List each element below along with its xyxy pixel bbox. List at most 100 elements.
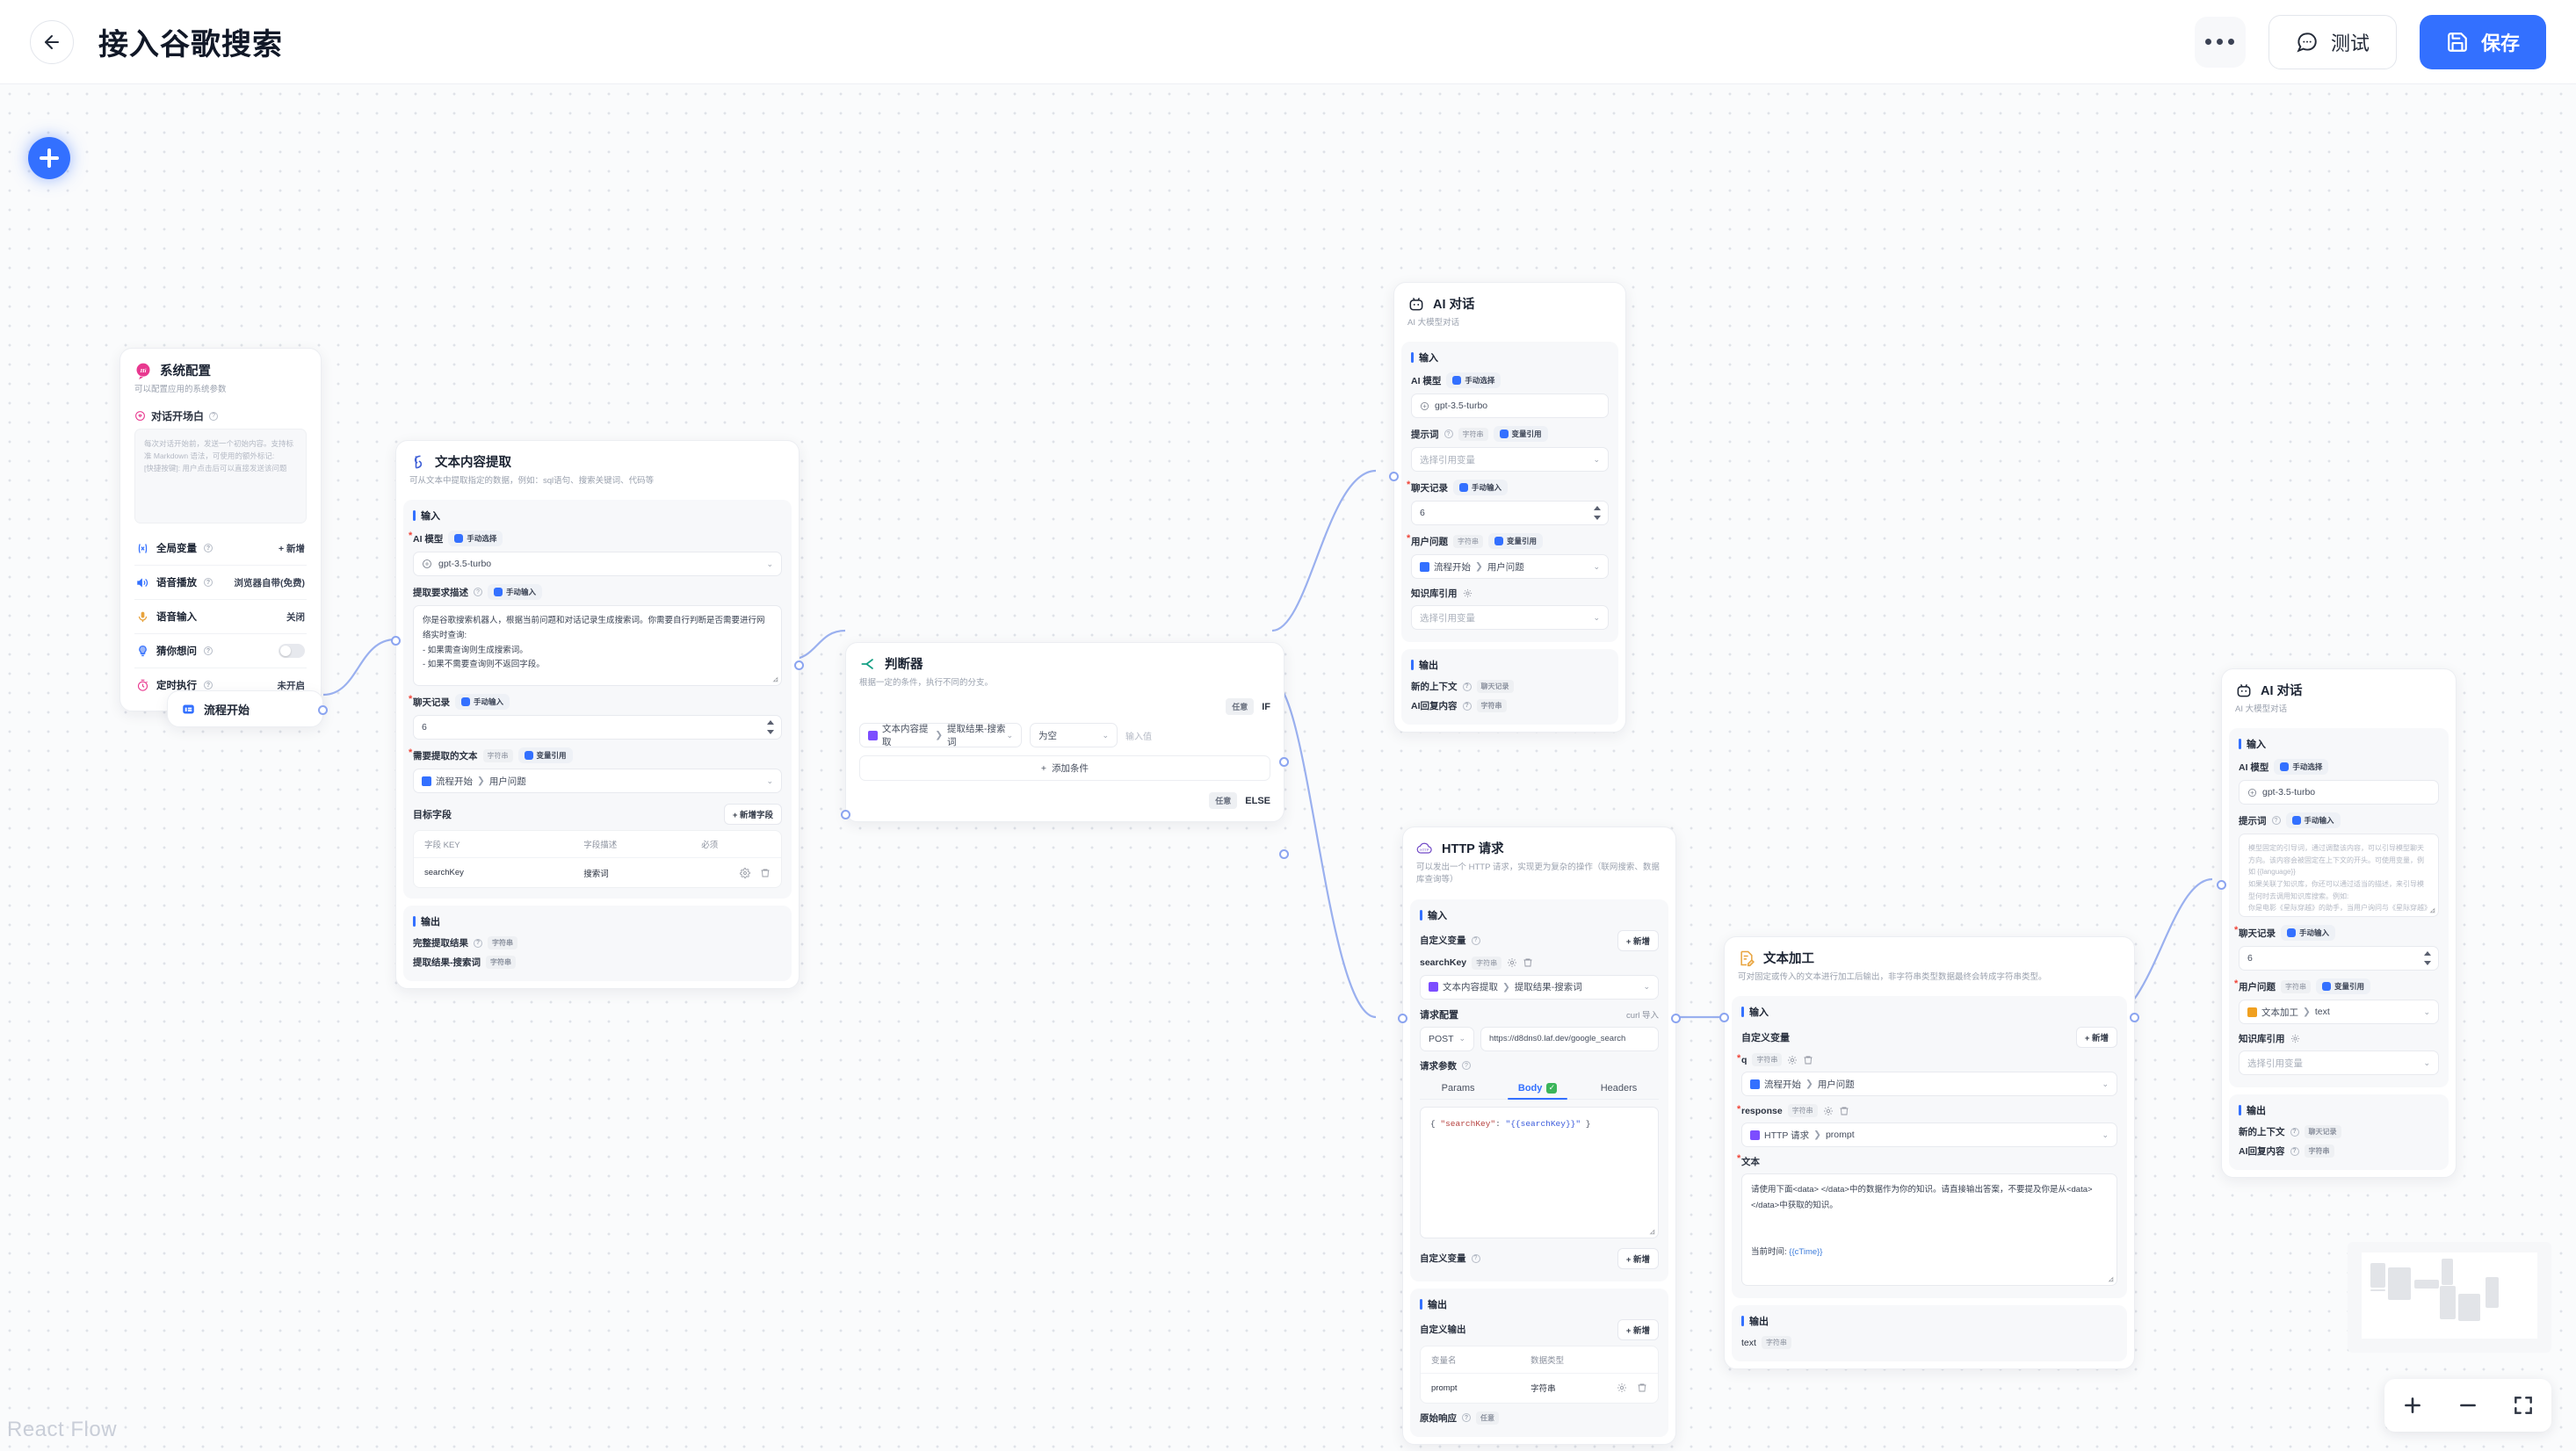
stepper-up-icon[interactable] [767, 720, 774, 726]
help-icon[interactable]: ? [1471, 935, 1480, 945]
question-varref-chip[interactable]: 变量引用 [1488, 533, 1544, 550]
help-icon[interactable]: ? [2271, 816, 2281, 826]
schedule-value[interactable]: 未开启 [277, 680, 306, 691]
voice-play-value[interactable]: 浏览器自带(免费) [234, 577, 306, 588]
sysrow-voice-input[interactable]: 语音输入 关闭 [134, 599, 307, 633]
voice-input-value[interactable]: 关闭 [286, 611, 305, 623]
output-port[interactable] [794, 661, 804, 670]
node-ai-chat-right[interactable]: AI 对话 AI 大模型对话 输入 AI 模型 手动选择 gpt-3.5-tur… [2217, 668, 2457, 1179]
gear-icon[interactable] [1507, 957, 1517, 968]
else-output-port[interactable] [1279, 849, 1289, 859]
help-icon[interactable]: ? [1462, 682, 1472, 691]
sysrow-global-variable[interactable]: 全局变量 ? + 新增 [134, 531, 307, 565]
history-stepper[interactable]: 6 [413, 715, 782, 740]
trash-icon[interactable] [1803, 1055, 1813, 1065]
kb-select[interactable]: 选择引用变量 ⌄ [1411, 605, 1609, 631]
flow-canvas[interactable]: React Flow Hi 系统配置 可以配置应用的系统参数 [0, 84, 2576, 1451]
add-field-button[interactable]: + 新增字段 [723, 804, 782, 826]
resize-handle-icon[interactable] [2106, 1274, 2114, 1282]
target-text-varref-chip[interactable]: 变量引用 [517, 747, 573, 764]
input-port[interactable] [841, 810, 850, 819]
sysrow-voice-play[interactable]: 语音播放 ? 浏览器自带(免费) [134, 565, 307, 599]
sysrow-guess-question[interactable]: 猜你想问 ? [134, 633, 307, 668]
resize-handle-icon[interactable] [2428, 906, 2435, 913]
guess-question-toggle[interactable] [279, 644, 305, 659]
help-icon[interactable]: ? [474, 938, 482, 948]
add-variable-button[interactable]: + 新增 [2075, 1027, 2117, 1049]
model-select[interactable]: gpt-3.5-turbo [2239, 780, 2439, 805]
prompt-varref-chip[interactable]: 变量引用 [1493, 426, 1548, 443]
prompt-select[interactable]: 选择引用变量 ⌄ [1411, 447, 1609, 473]
fit-view-button[interactable] [2506, 1388, 2541, 1423]
stepper-down-icon[interactable] [1594, 516, 1601, 521]
stepper-up-icon[interactable] [2424, 951, 2431, 957]
help-icon[interactable]: ? [1471, 1253, 1480, 1263]
text-content-editor[interactable]: 请使用下面<data> </data>中的数据作为你的知识。请直接输出答案，不要… [1741, 1173, 2117, 1287]
table-row[interactable]: searchKey 搜索词 [414, 857, 781, 887]
help-icon[interactable]: ? [204, 544, 213, 553]
table-row[interactable]: prompt 字符串 [1421, 1372, 1658, 1403]
help-icon[interactable]: ? [209, 411, 219, 421]
help-icon[interactable]: ? [1444, 430, 1453, 439]
var-q-select[interactable]: 流程开始 ❯ 用户问题 ⌄ [1741, 1072, 2117, 1097]
history-input-chip[interactable]: 手动输入 [1453, 480, 1509, 496]
if-output-port[interactable] [1279, 757, 1289, 767]
condition-variable-select[interactable]: 文本内容提取 ❯ 提取结果-搜索词 ⌄ [859, 723, 1022, 748]
condition-value-input[interactable]: 输入值 [1125, 732, 1152, 742]
stepper-down-icon[interactable] [767, 730, 774, 735]
trash-icon[interactable] [760, 868, 771, 878]
gear-icon[interactable] [1787, 1055, 1798, 1065]
help-icon[interactable]: ? [1462, 701, 1472, 711]
tab-headers[interactable]: Headers [1600, 1082, 1638, 1094]
var-response-select[interactable]: HTTP 请求 ❯ prompt ⌄ [1741, 1123, 2117, 1148]
zoom-out-button[interactable] [2450, 1388, 2486, 1423]
tab-params[interactable]: Params [1441, 1082, 1475, 1094]
trash-icon[interactable] [1637, 1382, 1647, 1393]
add-output-button[interactable]: + 新增 [1617, 1318, 1659, 1340]
gear-icon[interactable] [1823, 1106, 1834, 1116]
save-button[interactable]: 保存 [2419, 14, 2546, 69]
node-text-process[interactable]: 文本加工 可对固定或传入的文本进行加工后输出，非字符串类型数据最终会转成字符串类… [1719, 936, 2139, 1370]
test-button[interactable]: 测试 [2268, 14, 2397, 69]
condition-operator-select[interactable]: 为空 ⌄ [1030, 723, 1118, 748]
resize-handle-icon[interactable] [771, 675, 778, 682]
gear-icon[interactable] [740, 867, 750, 878]
help-icon[interactable]: ? [2290, 1127, 2299, 1137]
opening-textarea[interactable]: 每次对话开始前，发送一个初始内容。支持标准 Markdown 语法，可使用的额外… [134, 429, 307, 524]
http-body-editor[interactable]: { "searchKey": "{{searchKey}}" } [1420, 1106, 1659, 1238]
sysrow-schedule[interactable]: 定时执行 ? 未开启 [134, 668, 307, 702]
add-variable-button[interactable]: + 新增 [1617, 929, 1659, 951]
output-port[interactable] [2130, 1013, 2139, 1022]
input-port[interactable] [2217, 880, 2226, 890]
input-port[interactable] [1398, 1014, 1407, 1023]
minimap[interactable] [2348, 1242, 2551, 1353]
model-select[interactable]: gpt-3.5-turbo ⌄ [413, 552, 782, 577]
target-text-select[interactable]: 流程开始 ❯ 用户问题 ⌄ [413, 769, 782, 794]
question-varref-chip[interactable]: 变量引用 [2316, 978, 2371, 995]
stepper-up-icon[interactable] [1594, 506, 1601, 511]
curl-import-button[interactable]: curl 导入 [1626, 1010, 1659, 1021]
else-badge[interactable]: 任意 [1209, 792, 1238, 810]
model-select[interactable]: gpt-3.5-turbo [1411, 393, 1609, 419]
node-http-request[interactable]: HTTP HTTP 请求 可以发出一个 HTTP 请求，实现更为复杂的操作（联网… [1398, 827, 1681, 1445]
question-select[interactable]: 文本加工 ❯ text ⌄ [2239, 1000, 2439, 1025]
node-ai-chat-top[interactable]: AI 对话 AI 大模型对话 输入 AI 模型 手动选择 gpt-3.5-tur… [1389, 282, 1626, 733]
help-icon[interactable]: ? [1462, 1413, 1471, 1422]
history-input-chip[interactable]: 手动输入 [455, 694, 510, 711]
http-var-select[interactable]: 文本内容提取 ❯ 提取结果-搜索词 ⌄ [1420, 974, 1659, 1000]
stepper-down-icon[interactable] [2424, 961, 2431, 966]
input-port[interactable] [1389, 472, 1399, 481]
http-url-input[interactable]: https://d8dns0.laf.dev/google_search [1480, 1026, 1659, 1051]
help-icon[interactable]: ? [204, 646, 213, 656]
model-select-chip[interactable]: 手动选择 [1446, 372, 1501, 389]
if-badge[interactable]: 任意 [1226, 698, 1255, 716]
prompt-input-chip[interactable]: 手动输入 [2285, 812, 2341, 829]
history-stepper[interactable]: 6 [1411, 501, 1609, 526]
output-port[interactable] [1671, 1014, 1681, 1023]
question-select[interactable]: 流程开始 ❯ 用户问题 ⌄ [1411, 554, 1609, 580]
prompt-textarea[interactable]: 模型固定的引导词，通过调整该内容，可以引导模型聊天方向。该内容会被固定在上下文的… [2239, 834, 2439, 918]
help-icon[interactable]: ? [1462, 1061, 1471, 1070]
input-port[interactable] [391, 636, 401, 646]
node-text-extract[interactable]: 文本内容提取 可从文本中提取指定的数据，例如：sql语句、搜索关键词、代码等 输… [391, 440, 804, 990]
history-stepper[interactable]: 6 [2239, 946, 2439, 971]
